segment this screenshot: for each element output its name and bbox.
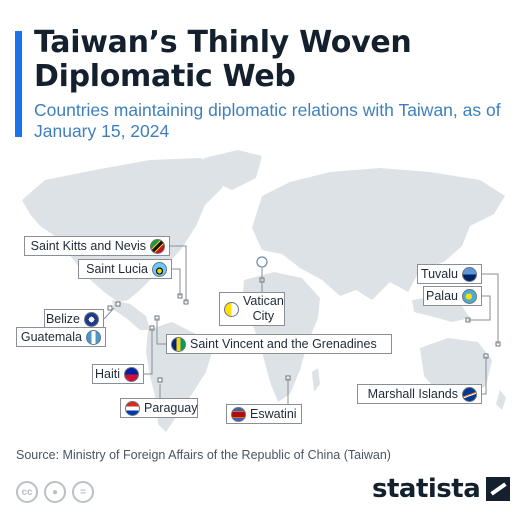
haiti-flag-icon bbox=[124, 366, 139, 382]
vatican-city-marker bbox=[256, 256, 268, 268]
tuvalu-label: Tuvalu bbox=[417, 264, 482, 284]
saint-lucia-name: Saint Lucia bbox=[86, 262, 148, 276]
saint-kitts-and-nevis-flag-icon bbox=[150, 238, 165, 254]
guatemala-label: Guatemala bbox=[16, 327, 106, 347]
statista-mark-icon bbox=[486, 477, 511, 501]
palau-label: Palau bbox=[423, 286, 482, 306]
saint-vincent-flag-icon bbox=[171, 336, 186, 352]
accent-bar bbox=[15, 31, 22, 137]
creative-commons-icon[interactable]: cc bbox=[16, 481, 38, 503]
central-america-land bbox=[112, 300, 150, 330]
saint-vincent-leader-line bbox=[156, 318, 166, 345]
palau-leader-line bbox=[468, 295, 491, 321]
source-note: Source: Ministry of Foreign Affairs of t… bbox=[16, 448, 391, 462]
belize-label: Belize bbox=[44, 309, 104, 329]
haiti-leader-line bbox=[144, 328, 153, 375]
saint-lucia-flag-icon bbox=[152, 261, 167, 277]
haiti-name: Haiti bbox=[94, 367, 120, 381]
statista-logo[interactable]: statista bbox=[372, 474, 511, 504]
no-derivatives-icon[interactable]: = bbox=[72, 481, 94, 503]
north-america-land bbox=[22, 158, 230, 302]
paraguay-flag-icon bbox=[125, 400, 140, 416]
paraguay-name: Paraguay bbox=[144, 401, 198, 415]
saint-vincent-label: Saint Vincent and the Grenadines bbox=[166, 334, 392, 354]
palau-name: Palau bbox=[426, 289, 458, 303]
eswatini-flag-icon bbox=[231, 406, 246, 422]
saint-kitts-and-nevis-leader-line bbox=[170, 245, 187, 302]
saint-kitts-and-nevis-label: Saint Kitts and Nevis bbox=[24, 236, 170, 256]
saint-vincent-name: Saint Vincent and the Grenadines bbox=[190, 337, 377, 351]
chart-title: Taiwan’s Thinly Woven Diplomatic Web bbox=[34, 25, 412, 94]
saint-kitts-and-nevis-name: Saint Kitts and Nevis bbox=[30, 239, 146, 253]
tuvalu-flag-icon bbox=[462, 266, 477, 282]
license-icons: cc ● = bbox=[16, 481, 94, 503]
belize-flag-icon bbox=[84, 311, 99, 327]
marshall-islands-label: Marshall Islands bbox=[357, 384, 482, 404]
europe-asia-land bbox=[252, 168, 505, 300]
statista-wordmark: statista bbox=[372, 474, 481, 504]
vatican-city-flag-icon bbox=[224, 301, 239, 317]
tuvalu-name: Tuvalu bbox=[420, 267, 458, 281]
belize-name: Belize bbox=[45, 312, 80, 326]
marshall-islands-flag-icon bbox=[462, 386, 477, 402]
greenland-land bbox=[204, 150, 262, 190]
vatican-city-name: Vatican City bbox=[243, 294, 284, 323]
new-zealand-land bbox=[496, 390, 506, 410]
guatemala-name: Guatemala bbox=[20, 330, 82, 344]
chart-subtitle: Countries maintaining diplomatic relatio… bbox=[34, 100, 501, 141]
saint-lucia-label: Saint Lucia bbox=[78, 259, 172, 279]
vatican-city-label: Vatican City bbox=[219, 292, 285, 326]
tuvalu-leader-line bbox=[482, 273, 499, 344]
haiti-label: Haiti bbox=[92, 364, 144, 384]
paraguay-label: Paraguay bbox=[120, 398, 198, 418]
marshall-islands-name: Marshall Islands bbox=[367, 387, 458, 401]
palau-flag-icon bbox=[462, 288, 477, 304]
belize-leader-line bbox=[103, 307, 115, 320]
leader-lines bbox=[103, 245, 499, 404]
attribution-icon[interactable]: ● bbox=[44, 481, 66, 503]
eswatini-name: Eswatini bbox=[250, 407, 297, 421]
guatemala-flag-icon bbox=[86, 329, 101, 345]
madagascar-land bbox=[312, 368, 320, 392]
eswatini-label: Eswatini bbox=[226, 404, 302, 424]
saint-lucia-leader-line bbox=[172, 268, 181, 296]
paraguay-marker bbox=[157, 377, 163, 383]
belize-marker bbox=[115, 301, 121, 307]
australia-land bbox=[420, 338, 492, 396]
guatemala-marker bbox=[107, 305, 113, 311]
marshall-islands-leader-line bbox=[482, 356, 487, 395]
